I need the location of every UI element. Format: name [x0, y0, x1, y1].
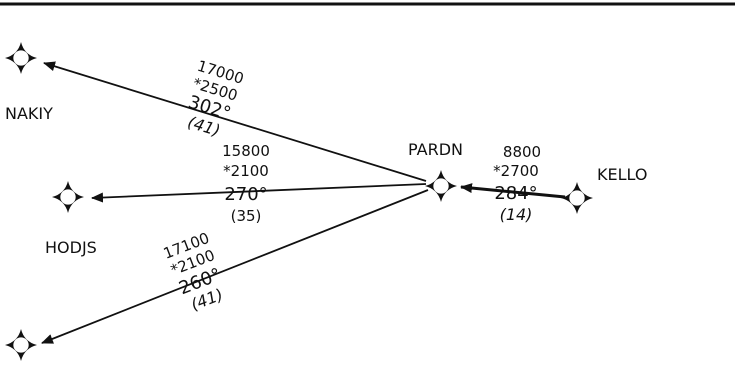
moca-kello: *2700: [493, 162, 539, 180]
mea-kello: 8800: [503, 143, 541, 161]
route-line-pardn-nakiy: [43, 61, 427, 182]
fix-label-pardn: PARDN: [408, 140, 463, 159]
segment-label-nakiy: 17000 *2500 302° (41): [185, 57, 245, 140]
waypoint-icon-unnamed: [5, 329, 37, 361]
segment-label-hodjs: 15800 *2100 270° (35): [222, 142, 270, 225]
fix-label-nakiy: NAKIY: [5, 104, 53, 123]
waypoint-icon-nakiy: [5, 42, 37, 74]
mea-hodjs: 15800: [222, 142, 270, 160]
course-kello: 284°: [494, 183, 537, 204]
segment-label-unnamed: 17100 *2100 260° (41): [161, 229, 226, 314]
route-line-pardn-unnamed: [41, 189, 429, 344]
waypoint-icon-pardn: [425, 170, 457, 202]
distance-kello: (14): [500, 205, 533, 224]
waypoint-icon-hodjs: [52, 181, 84, 213]
fix-label-kello: KELLO: [597, 165, 647, 184]
distance-hodjs: (35): [231, 207, 262, 225]
fix-label-hodjs: HODJS: [45, 238, 97, 257]
route-line-kello-pardn: [460, 183, 566, 199]
moca-hodjs: *2100: [223, 162, 269, 180]
course-hodjs: 270°: [224, 184, 267, 205]
segment-label-kello: 8800 *2700 284° (14): [493, 143, 541, 224]
waypoint-icon-kello: [561, 182, 593, 214]
route-line-pardn-hodjs: [91, 183, 427, 203]
